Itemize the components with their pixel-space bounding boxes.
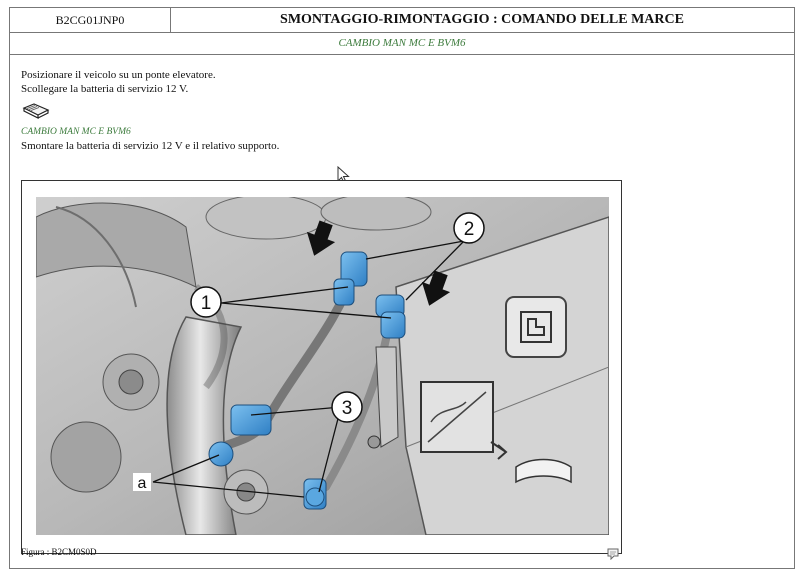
callout-a-label: a bbox=[138, 475, 147, 492]
callout-a bbox=[133, 473, 151, 491]
callout-3-label: 3 bbox=[342, 398, 353, 419]
doc-code: B2CG01JNP0 bbox=[10, 8, 171, 32]
figure-caption: Figura : B2CM0S0D bbox=[21, 547, 97, 557]
gear-cable-stop-clip bbox=[208, 404, 272, 467]
instruction-line: Smontare la batteria di servizio 12 V e … bbox=[21, 140, 280, 152]
callout-1-label: 1 bbox=[201, 293, 212, 314]
callout-1 bbox=[190, 286, 222, 318]
gear-cable-ball-joint bbox=[333, 251, 368, 306]
gear-cable-stop-clip bbox=[303, 478, 327, 510]
up-arrow-icon bbox=[306, 220, 336, 256]
callout-2-label: 2 bbox=[464, 219, 475, 240]
gear-cable-ball-joint bbox=[375, 294, 406, 339]
book-icon[interactable] bbox=[22, 102, 50, 120]
reference-link[interactable]: CAMBIO MAN MC E BVM6 bbox=[21, 127, 131, 137]
callout-3 bbox=[331, 391, 363, 423]
engine-bay-illustration: 1 2 3 a bbox=[36, 197, 609, 535]
document-frame: B2CG01JNP0 SMONTAGGIO-RIMONTAGGIO : COMA… bbox=[9, 7, 795, 569]
page-title: SMONTAGGIO-RIMONTAGGIO : COMANDO DELLE M… bbox=[280, 12, 684, 27]
instruction-line: Scollegare la batteria di servizio 12 V. bbox=[21, 83, 189, 95]
page-subtitle: CAMBIO MAN MC E BVM6 bbox=[10, 32, 794, 55]
instructions: Posizionare il veicolo su un ponte eleva… bbox=[21, 68, 279, 153]
callout-2 bbox=[453, 212, 485, 244]
header-bar: B2CG01JNP0 SMONTAGGIO-RIMONTAGGIO : COMA… bbox=[10, 8, 794, 33]
up-arrow-icon bbox=[421, 270, 451, 306]
figure-box: 1 2 3 a bbox=[21, 180, 622, 554]
note-icon[interactable] bbox=[607, 548, 619, 560]
instruction-line: Posizionare il veicolo su un ponte eleva… bbox=[21, 69, 216, 81]
